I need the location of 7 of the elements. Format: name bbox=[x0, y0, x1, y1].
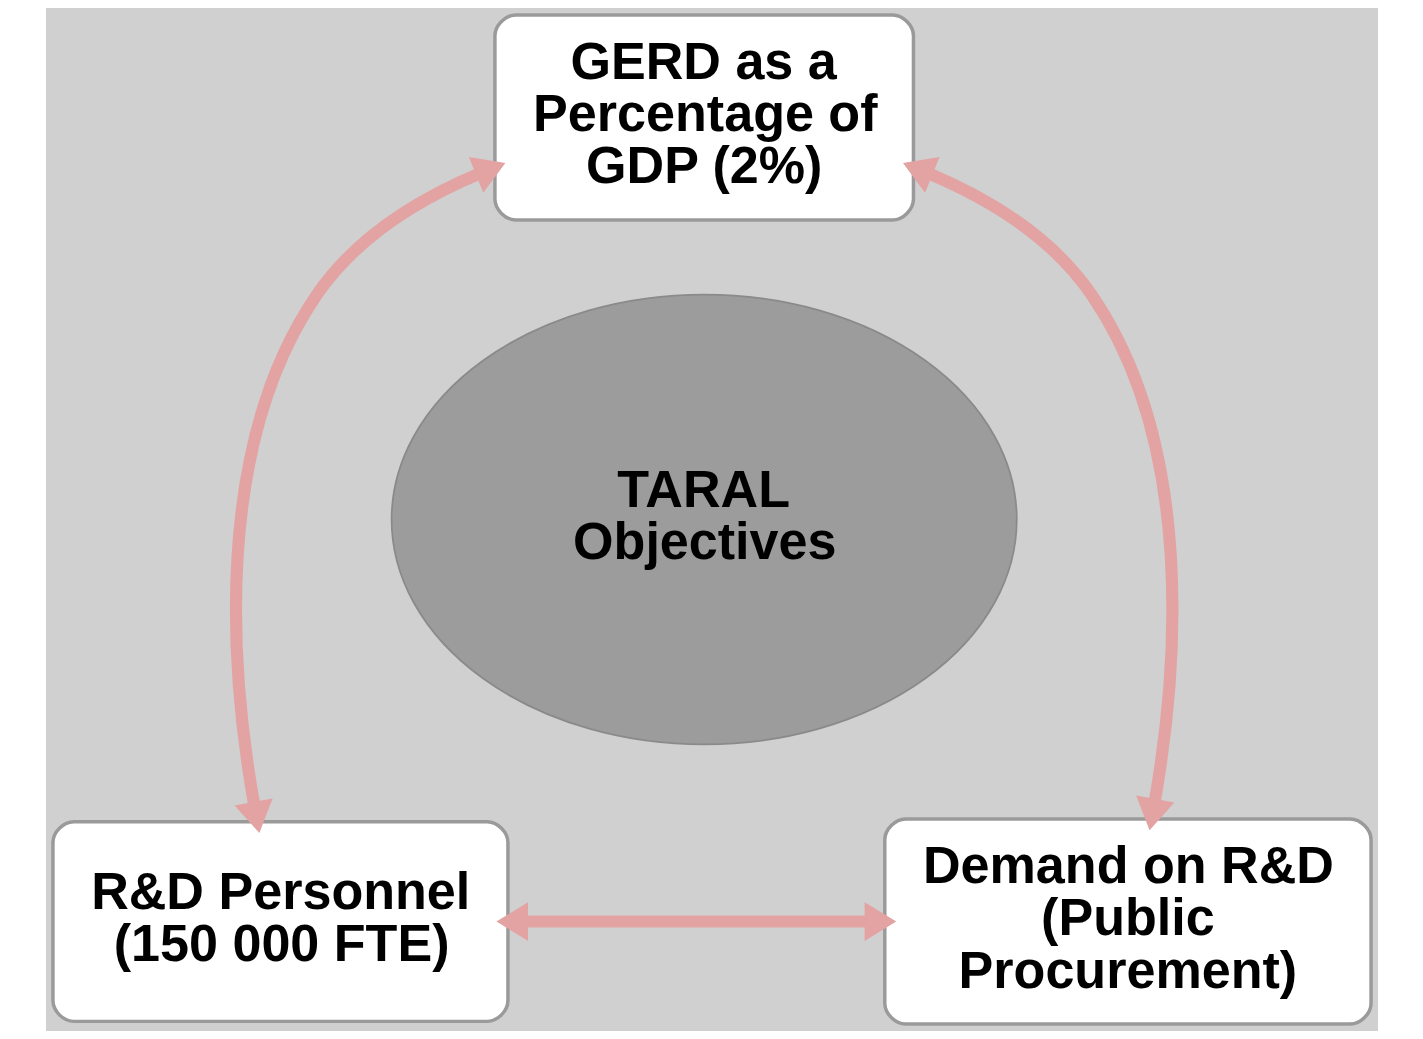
arrow bbox=[495, 902, 896, 941]
arrow bbox=[902, 156, 1178, 831]
arrow bbox=[229, 156, 505, 833]
node-box: GERD as a Percentage of GDP (2%) bbox=[492, 13, 915, 222]
node-ellipse: TARAL Objectives bbox=[390, 293, 1018, 746]
node-box: Demand on R&D (Public Procurement) bbox=[882, 817, 1373, 1026]
node-box: R&D Personnel (150 000 FTE) bbox=[50, 819, 510, 1024]
